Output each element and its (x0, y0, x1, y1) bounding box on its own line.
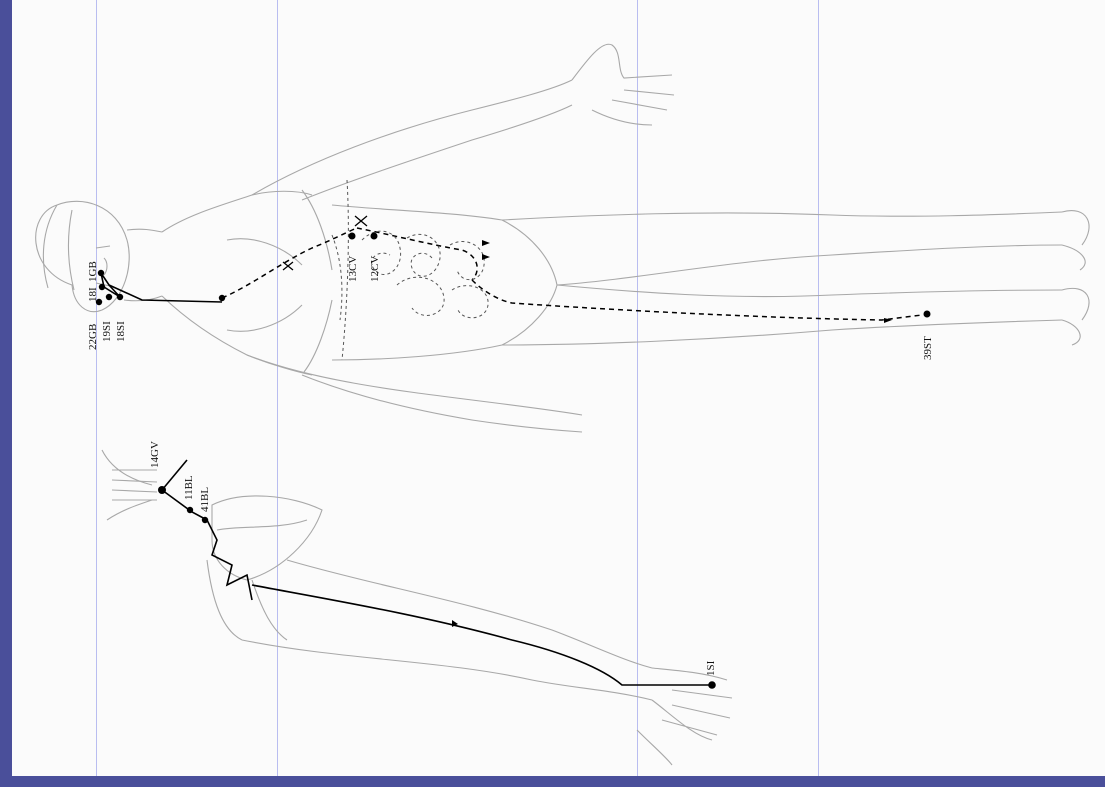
point-14gv (158, 486, 166, 494)
label-11bl: 11BL (183, 475, 195, 500)
label-18si: 18SI (115, 321, 127, 342)
meridian-diagram: 1GB 18I 22GB 19SI 18SI 13CV 12CV 39ST 14… (12, 0, 1105, 776)
label-1si: 1SI (705, 660, 717, 676)
label-1gb: 1GB (87, 261, 99, 282)
point-13cv (349, 233, 356, 240)
point-19si (106, 294, 112, 300)
point-18i (99, 284, 105, 290)
label-22gb: 22GB (87, 324, 99, 350)
abdomen-channel (222, 228, 922, 320)
label-18i: 18I (87, 287, 99, 302)
point-12cv (371, 233, 378, 240)
point-labels: 1GB 18I 22GB 19SI 18SI 13CV 12CV 39ST 14… (87, 256, 934, 676)
point-chest (219, 295, 225, 301)
label-41bl: 41BL (199, 487, 211, 512)
label-39st: 39ST (922, 336, 934, 360)
point-18si (117, 294, 123, 300)
point-39st (924, 311, 931, 318)
label-12cv: 12CV (369, 256, 381, 282)
label-13cv: 13CV (347, 256, 359, 282)
point-11bl (187, 507, 193, 513)
label-19si: 19SI (101, 321, 113, 342)
back-arm-outline (102, 450, 732, 765)
label-14gv: 14GV (149, 441, 161, 468)
acupoints (96, 233, 931, 689)
front-body-outline (36, 44, 1089, 432)
point-1si (708, 681, 716, 689)
diagram-page: 1GB 18I 22GB 19SI 18SI 13CV 12CV 39ST 14… (12, 0, 1105, 776)
point-41bl (202, 517, 208, 523)
arm-channel (162, 460, 712, 685)
direction-arrows (452, 240, 892, 627)
